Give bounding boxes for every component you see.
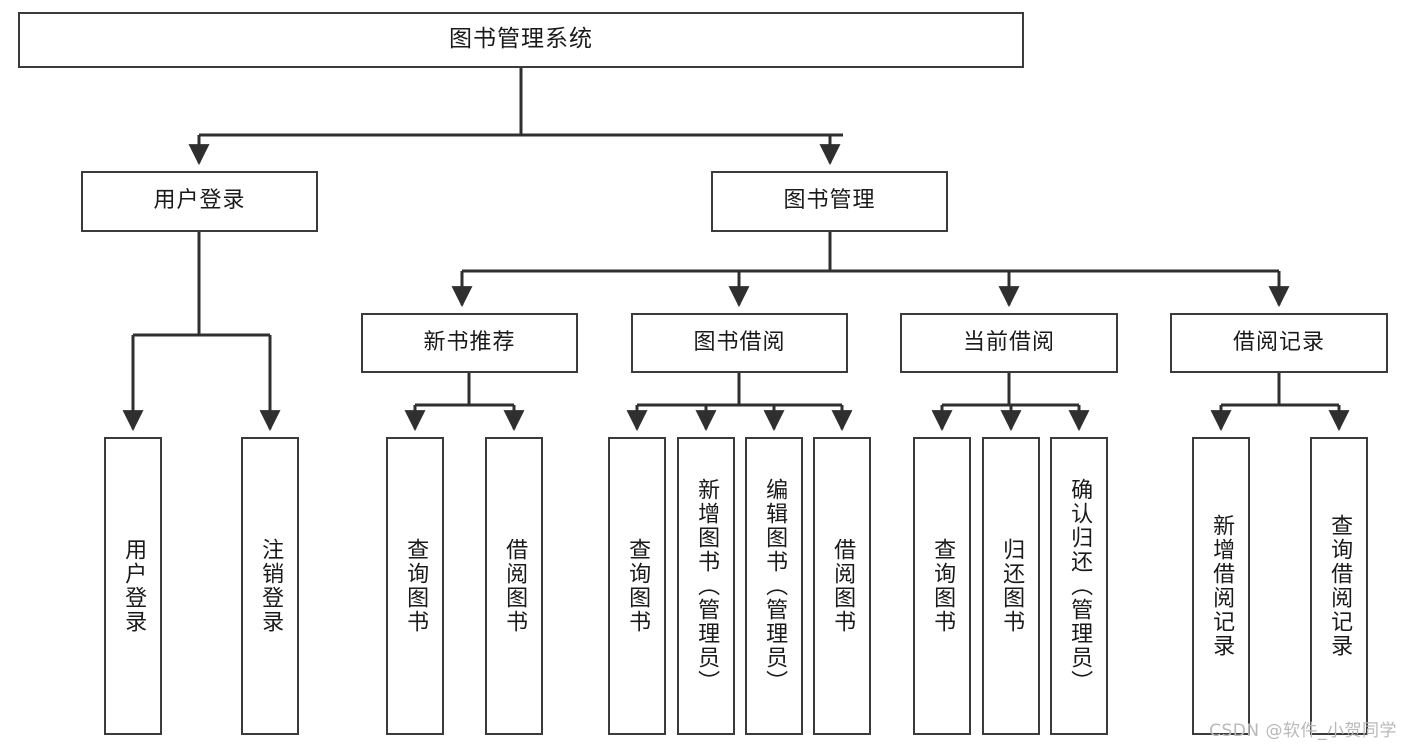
csdn-watermark: CSDN @软件_小贺同学 [1209, 721, 1397, 741]
leaf-confirm-return-admin[interactable]: 确认归还（管理员） [1050, 437, 1108, 735]
node-user-login[interactable]: 用户登录 [81, 171, 318, 232]
leaf-query-books-current[interactable]: 查询图书 [913, 437, 971, 735]
node-book-borrow[interactable]: 图书借阅 [631, 313, 848, 373]
node-current-borrow[interactable]: 当前借阅 [900, 313, 1118, 373]
leaf-borrow-books-new[interactable]: 借阅图书 [485, 437, 543, 735]
node-borrow-records[interactable]: 借阅记录 [1170, 313, 1388, 373]
leaf-add-book-admin[interactable]: 新增图书（管理员） [677, 437, 735, 735]
node-new-book-recommend[interactable]: 新书推荐 [361, 313, 578, 373]
node-book-management[interactable]: 图书管理 [711, 171, 948, 232]
leaf-borrow-book[interactable]: 借阅图书 [813, 437, 871, 735]
leaf-logout[interactable]: 注销登录 [241, 437, 299, 735]
leaf-edit-book-admin[interactable]: 编辑图书（管理员） [745, 437, 803, 735]
leaf-query-books-borrow[interactable]: 查询图书 [608, 437, 666, 735]
node-root-system[interactable]: 图书管理系统 [18, 12, 1024, 68]
leaf-add-borrow-record[interactable]: 新增借阅记录 [1192, 437, 1250, 735]
leaf-query-borrow-record[interactable]: 查询借阅记录 [1310, 437, 1368, 735]
leaf-query-books-new[interactable]: 查询图书 [386, 437, 444, 735]
leaf-return-book[interactable]: 归还图书 [982, 437, 1040, 735]
leaf-user-login[interactable]: 用户登录 [104, 437, 162, 735]
